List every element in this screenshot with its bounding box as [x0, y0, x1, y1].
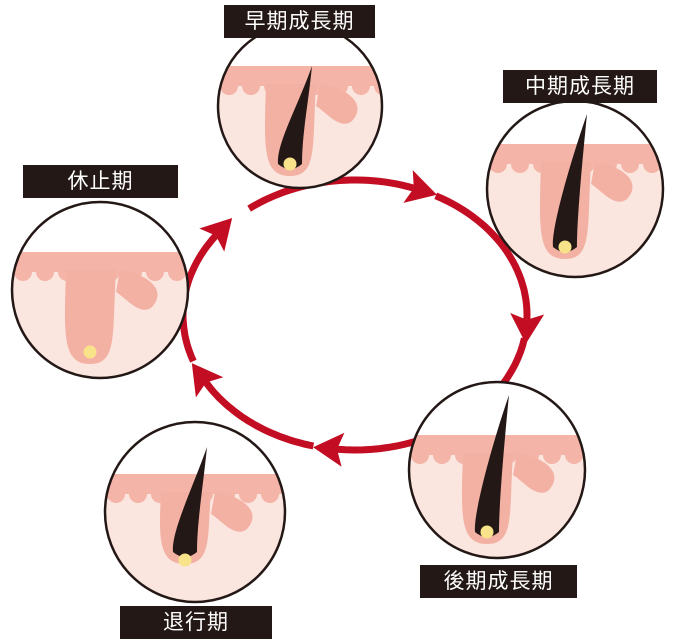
hair-shaft [172, 447, 207, 557]
stage-label-late-anagen: 後期成長期 [420, 565, 577, 598]
stage-circle-telogen [10, 200, 190, 380]
skin-wave [107, 485, 125, 503]
skin-wave [352, 77, 370, 95]
arrow-arc [203, 380, 315, 450]
stage-circle-mid-anagen [485, 99, 665, 279]
arrowhead-icon [199, 218, 233, 252]
arrowhead-icon [191, 363, 224, 398]
skin-wave [36, 263, 54, 281]
circle-outline [407, 380, 587, 560]
stage-label-catagen: 退行期 [120, 606, 272, 639]
hair-bulb [83, 345, 97, 359]
skin-wave [433, 446, 451, 464]
hair-bulb [480, 525, 494, 539]
skin-wave [239, 485, 257, 503]
skin-wave [511, 155, 529, 173]
skin-wave [643, 155, 661, 173]
skin-wave [14, 263, 32, 281]
stage-label-mid-anagen: 中期成長期 [503, 70, 657, 103]
hair-bulb [283, 157, 297, 171]
arrow-arc [434, 192, 531, 320]
hair-shaft [474, 395, 509, 537]
stage-circle-early-anagen [216, 22, 384, 190]
sebaceous-gland [211, 492, 253, 532]
skin-wave [129, 485, 147, 503]
arrowhead-icon [510, 312, 545, 344]
skin-wave [220, 77, 238, 95]
hair-bulb [178, 553, 192, 567]
skin-wave [283, 485, 285, 503]
sebaceous-gland [513, 453, 555, 493]
stage-illustrations [10, 22, 665, 604]
skin-wave [543, 446, 561, 464]
sebaceous-gland [591, 162, 633, 202]
stage-circle-late-anagen [407, 380, 587, 560]
epidermis [12, 252, 188, 272]
stage-label-early-anagen: 早期成長期 [224, 5, 375, 38]
sebaceous-gland [316, 84, 358, 124]
skin-wave [489, 155, 507, 173]
skin-wave [242, 77, 260, 95]
stage-circle-catagen [103, 420, 287, 604]
skin-wave [565, 446, 583, 464]
circle-outline [103, 420, 287, 604]
skin-wave [261, 485, 279, 503]
circle-outline [10, 200, 190, 380]
arrowhead-icon [313, 432, 345, 467]
sebaceous-gland [116, 270, 158, 310]
hair-shaft [277, 66, 312, 169]
hair-bulb [558, 240, 572, 254]
skin-wave [168, 263, 186, 281]
hair-follicle [64, 270, 116, 364]
stage-label-telogen: 休止期 [23, 165, 178, 198]
skin-wave [621, 155, 639, 173]
skin-wave [411, 446, 429, 464]
skin-wave [146, 263, 164, 281]
arrowhead-icon [403, 170, 437, 203]
hair-shaft [552, 114, 587, 252]
